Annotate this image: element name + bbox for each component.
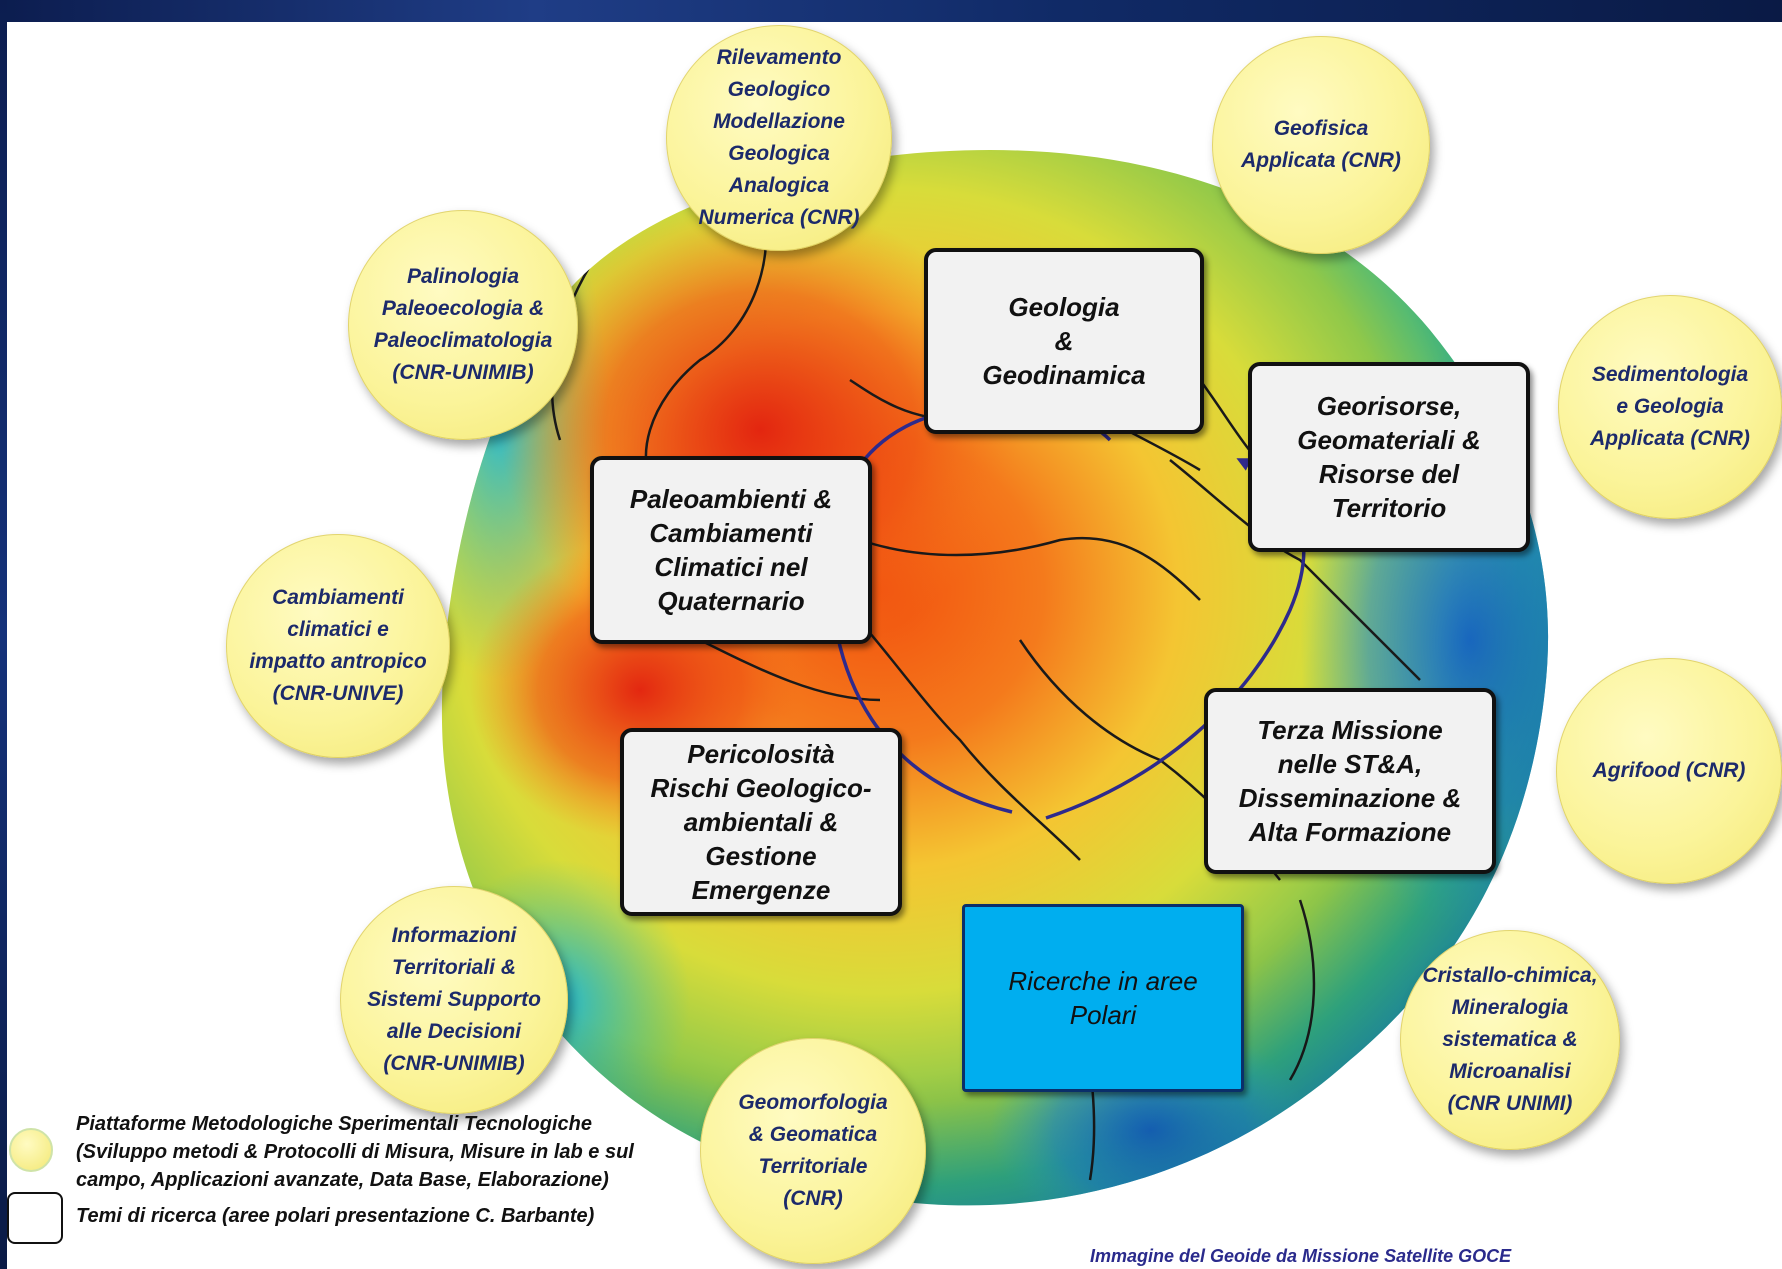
platform-cristallo-label: Cristallo-chimica, Mineralogia sistemati…	[1422, 964, 1598, 1115]
platform-informazioni-label: Informazioni Territoriali & Sistemi Supp…	[367, 924, 541, 1075]
top-frame-bar	[0, 0, 1782, 22]
theme-geologia-label: Geologia & Geodinamica	[982, 292, 1146, 390]
platform-agrifood: Agrifood (CNR)	[1556, 658, 1782, 884]
theme-paleoambienti: Paleoambienti & Cambiamenti Climatici ne…	[590, 456, 872, 644]
platform-palinologia: Palinologia Paleoecologia & Paleoclimato…	[348, 210, 578, 440]
theme-pericolosita: Pericolosità Rischi Geologico- ambiental…	[620, 728, 902, 916]
platform-geofisica: Geofisica Applicata (CNR)	[1212, 36, 1430, 254]
theme-polari-label: Ricerche in aree Polari	[1008, 966, 1198, 1030]
platform-informazioni: Informazioni Territoriali & Sistemi Supp…	[340, 886, 568, 1114]
theme-georisorse-label: Georisorse, Geomateriali & Risorse del T…	[1297, 391, 1481, 523]
platform-geofisica-label: Geofisica Applicata (CNR)	[1241, 117, 1401, 172]
platform-cambiamenti-label: Cambiamenti climatici e impatto antropic…	[249, 586, 427, 705]
platform-sedimentologia-label: Sedimentologia e Geologia Applicata (CNR…	[1590, 363, 1750, 450]
left-frame-bar	[0, 0, 7, 1269]
theme-terza-missione-label: Terza Missione nelle ST&A, Disseminazion…	[1238, 715, 1462, 847]
platform-rilevamento: Rilevamento Geologico Modellazione Geolo…	[666, 25, 892, 251]
theme-geologia: Geologia & Geodinamica	[924, 248, 1204, 434]
legend-theme-text: Temi di ricerca (aree polari presentazio…	[76, 1205, 595, 1227]
theme-pericolosita-label: Pericolosità Rischi Geologico- ambiental…	[650, 739, 872, 905]
legend-platform-text: Piattaforme Metodologiche Sperimentali T…	[76, 1113, 634, 1191]
image-caption: Immagine del Geoide da Missione Satellit…	[1090, 1246, 1512, 1266]
platform-geomorfologia-label: Geomorfologia & Geomatica Territoriale (…	[738, 1091, 888, 1210]
platform-cristallo: Cristallo-chimica, Mineralogia sistemati…	[1400, 930, 1620, 1150]
platform-palinologia-label: Palinologia Paleoecologia & Paleoclimato…	[373, 265, 553, 384]
theme-terza-missione: Terza Missione nelle ST&A, Disseminazion…	[1204, 688, 1496, 874]
legend-platform-symbol	[9, 1128, 53, 1172]
platform-rilevamento-label: Rilevamento Geologico Modellazione Geolo…	[698, 46, 860, 229]
theme-georisorse: Georisorse, Geomateriali & Risorse del T…	[1248, 362, 1530, 552]
theme-paleoambienti-label: Paleoambienti & Cambiamenti Climatici ne…	[629, 484, 833, 616]
platform-geomorfologia: Geomorfologia & Geomatica Territoriale (…	[700, 1038, 926, 1264]
platform-sedimentologia: Sedimentologia e Geologia Applicata (CNR…	[1558, 295, 1782, 519]
theme-polari: Ricerche in aree Polari	[962, 904, 1244, 1092]
platform-cambiamenti: Cambiamenti climatici e impatto antropic…	[226, 534, 450, 758]
platform-agrifood-label: Agrifood (CNR)	[1592, 759, 1746, 782]
legend-theme-symbol	[7, 1192, 63, 1244]
